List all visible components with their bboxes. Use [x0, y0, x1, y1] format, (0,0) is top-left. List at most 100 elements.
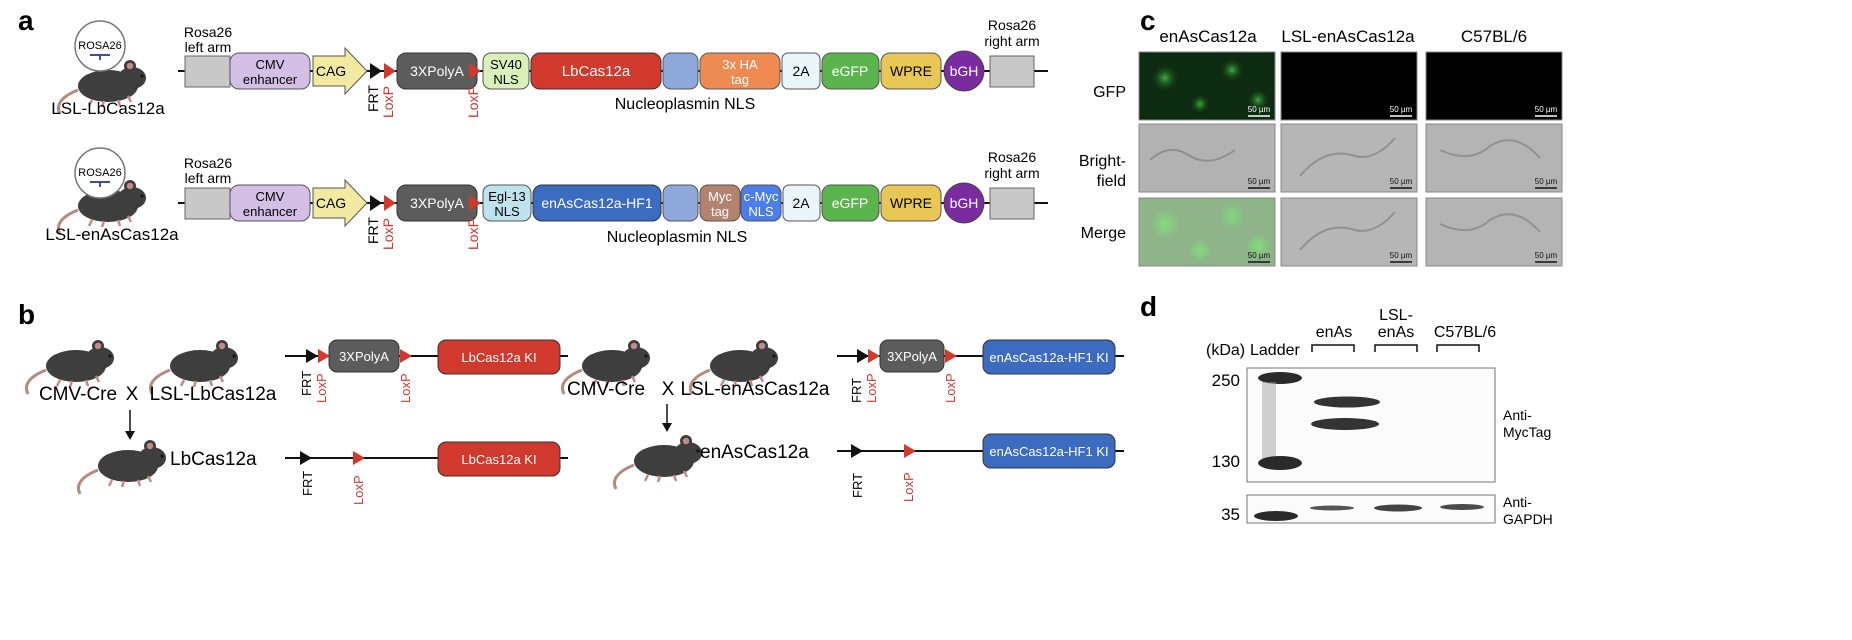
loxp-label: LoxP	[943, 373, 958, 403]
left-arm-line1: Rosa26	[184, 24, 232, 40]
wpre-label: WPRE	[890, 63, 932, 79]
cag-arrow	[312, 178, 368, 228]
rosa26-locus-icon	[74, 20, 126, 72]
allele-right-excised: FRT LoxP enAsCas12a-HF1 KI	[837, 433, 1124, 502]
frt-triangle	[370, 63, 382, 79]
lsl-label: LSL-enAsCas12a	[681, 379, 830, 400]
polya-box	[328, 339, 400, 373]
loxp-triangle	[904, 444, 916, 458]
cmv-line1: CMV	[256, 57, 285, 72]
cross-left: CMV-Cre X LSL-LbCas12a LbCas12a	[24, 338, 277, 496]
egfp-label: eGFP	[832, 195, 869, 211]
column-label-enascas12a: enAsCas12a	[1159, 27, 1257, 46]
cre-label: CMV-Cre	[567, 379, 645, 400]
ki-box	[437, 339, 561, 375]
loxp-label-2: LoxP	[465, 86, 481, 118]
micrograph-bf-enascas12a	[1138, 123, 1276, 193]
blot2-label-2: GAPDH	[1503, 511, 1553, 527]
bgh-label: bGH	[950, 63, 979, 79]
myc-tag-box	[699, 184, 741, 222]
ki-label: enAsCas12a-HF1 KI	[989, 350, 1108, 365]
lane-label-lsl-2: enAs	[1378, 324, 1414, 341]
right-arm-box	[989, 55, 1035, 88]
ki-box	[437, 441, 561, 477]
ladder-label: Ladder	[1250, 342, 1300, 359]
mouse-icon	[76, 438, 168, 496]
western-blot-gapdh	[1246, 494, 1496, 524]
column-label-lsl: LSL-enAsCas12a	[1281, 27, 1415, 46]
loxp-label: LoxP	[398, 373, 413, 403]
egfp-label: eGFP	[832, 63, 869, 79]
cag-label: CAG	[316, 63, 346, 79]
svg-text:50 µm: 50 µm	[1535, 251, 1558, 260]
ki-box	[982, 339, 1116, 375]
blot1-label-2: MycTag	[1503, 424, 1551, 440]
cag-label: CAG	[316, 195, 346, 211]
kda-label: (kDa)	[1206, 342, 1245, 359]
frt-triangle	[300, 451, 312, 465]
right-arm-line1: Rosa26	[988, 149, 1036, 165]
row-label-brightfield-2: field	[1097, 173, 1126, 190]
lane-label-enas: enAs	[1316, 324, 1352, 341]
ki-label: LbCas12a KI	[461, 350, 536, 365]
cmv-enhancer-box	[229, 184, 311, 222]
scale-bar-merge-1: 50 µm	[1248, 251, 1271, 263]
column-label-c57: C57BL/6	[1461, 27, 1527, 46]
frt-triangle	[306, 349, 318, 363]
myc-tag-line1: Myc	[708, 189, 732, 204]
row-label-merge: Merge	[1081, 225, 1126, 242]
frt-label: FRT	[299, 371, 314, 396]
cre-label: CMV-Cre	[39, 384, 117, 405]
scale-bar-gfp-1: 50 µm	[1248, 105, 1271, 117]
loxp-triangle-1	[384, 195, 396, 211]
polya-box	[879, 339, 945, 373]
enascas12a-box	[532, 184, 662, 222]
t2a-box	[782, 184, 821, 222]
allele-right-lsl: FRT LoxP 3XPolyA LoxP enAsCas12a-HF1 KI	[837, 339, 1124, 403]
loxp-label: LoxP	[901, 472, 916, 502]
offspring-label: enAsCas12a	[700, 442, 809, 463]
lane-label-c57: C57BL/6	[1434, 324, 1496, 341]
row-label-brightfield-1: Bright-	[1079, 153, 1126, 170]
row-label-gfp: GFP	[1093, 84, 1126, 101]
scale-bar-bf-2: 50 µm	[1390, 177, 1413, 189]
cross-x: X	[126, 384, 139, 405]
loxp-label-2: LoxP	[465, 218, 481, 250]
svg-text:50 µm: 50 µm	[1248, 177, 1271, 186]
down-arrow-icon	[662, 423, 672, 432]
micrograph-merge-c57	[1425, 197, 1563, 267]
loxp-triangle	[318, 349, 330, 363]
scale-bar-merge-2: 50 µm	[1390, 251, 1413, 263]
frt-label: FRT	[365, 217, 381, 244]
scale-bar-gfp-2: 50 µm	[1390, 105, 1413, 117]
bgh-label: bGH	[950, 195, 979, 211]
ki-box	[982, 433, 1116, 469]
right-arm-line2: right arm	[984, 33, 1039, 49]
cmyc-line2: NLS	[748, 204, 774, 219]
loxp-label: LoxP	[864, 373, 879, 403]
frt-label: FRT	[365, 85, 381, 112]
micrograph-merge-lsl	[1280, 197, 1418, 267]
rosa26-tag: ROSA26	[78, 167, 121, 179]
egfp-box	[821, 184, 880, 222]
blot2-label-1: Anti-	[1503, 494, 1532, 510]
myc-tag-line2: tag	[711, 204, 729, 219]
frt-label: FRT	[849, 378, 864, 403]
mouse-icon	[612, 433, 704, 491]
wpre-box	[880, 184, 942, 222]
marker-130: 130	[1212, 452, 1240, 471]
construct-name: LSL-enAsCas12a	[45, 225, 179, 244]
left-arm-box	[184, 55, 231, 88]
frt-triangle	[857, 349, 869, 363]
loxp-label: LoxP	[314, 373, 329, 403]
panel-c-label: c	[1140, 5, 1156, 36]
polya-label: 3XPolyA	[410, 195, 464, 211]
left-arm-line2: left arm	[185, 170, 232, 186]
loxp-label: LoxP	[351, 475, 366, 505]
right-arm-line1: Rosa26	[988, 17, 1036, 33]
rosa26-tag: ROSA26	[78, 40, 121, 52]
micrograph-gfp-lsl	[1280, 51, 1418, 121]
micrograph-bf-lsl	[1280, 123, 1418, 193]
scale-bar-bf-1: 50 µm	[1248, 177, 1271, 189]
nucleoplasmin-label: Nucleoplasmin NLS	[607, 229, 748, 246]
